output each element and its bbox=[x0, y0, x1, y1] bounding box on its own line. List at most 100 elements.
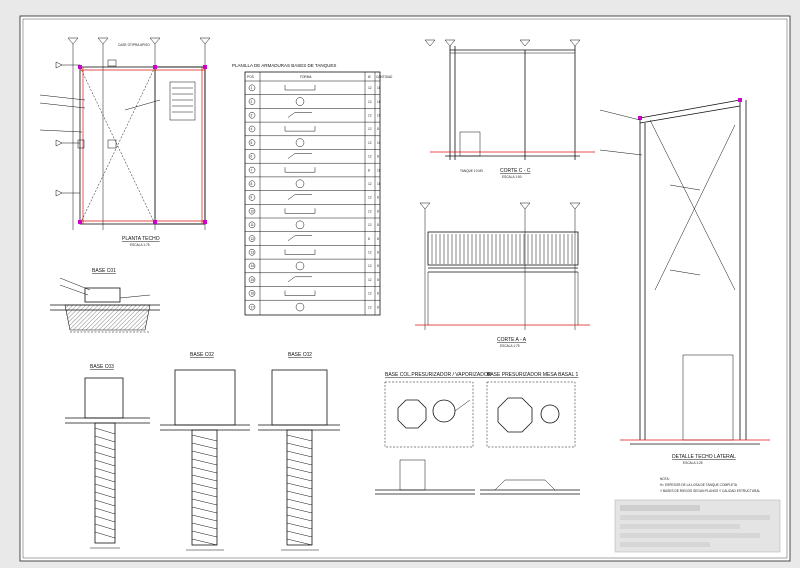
detalle-title: DETALLE TECHO LATERAL bbox=[672, 454, 736, 460]
planilla-pos: 10 bbox=[251, 209, 255, 213]
planilla-diam: 12 bbox=[368, 292, 372, 296]
planilla-diam: 12 bbox=[368, 113, 372, 117]
planilla-row: 13 12 8 bbox=[245, 245, 380, 256]
planilla-pos: 7 bbox=[251, 168, 253, 172]
planilla-pos: 8 bbox=[251, 182, 253, 186]
planta-title: PLANTA TECHO bbox=[122, 236, 160, 242]
planilla-cant: 16 bbox=[377, 168, 381, 172]
planilla-header-diam: Ø bbox=[368, 75, 371, 79]
planilla-cant: 8 bbox=[377, 278, 379, 282]
planilla-row: 3 12 10 bbox=[245, 108, 381, 119]
planilla-cant: 16 bbox=[377, 86, 381, 90]
planilla-diam: 12 bbox=[368, 86, 372, 90]
corte-a-view: CORTE A - A ESCALA 1:75 bbox=[415, 202, 590, 348]
corte-c-title: CORTE C - C bbox=[500, 168, 531, 174]
planilla-pos: 15 bbox=[251, 278, 255, 282]
note-2: H= ESPESOR DE LA LOSA DE TANQUE COMPLETA bbox=[660, 483, 738, 487]
base-c01-top-title: BASE C01 bbox=[92, 268, 116, 274]
planilla-row: 7 8 16 bbox=[245, 162, 381, 174]
planilla-cant: 16 bbox=[377, 100, 381, 104]
planilla-row: 8 12 16 bbox=[245, 176, 381, 188]
planilla-cant: 16 bbox=[377, 182, 381, 186]
base-c02-title: BASE C02 bbox=[190, 352, 214, 358]
corte-a-title: CORTE A - A bbox=[497, 337, 527, 343]
planilla-row: 15 12 8 bbox=[245, 272, 380, 283]
planilla-diam: 12 bbox=[368, 196, 372, 200]
planilla-pos: 16 bbox=[251, 292, 255, 296]
planilla-cant: 8 bbox=[377, 223, 379, 227]
planilla-header-cant: CANTIDAD bbox=[376, 75, 393, 79]
planilla-diam: 8 bbox=[368, 168, 370, 172]
planilla-row: 2 12 16 bbox=[245, 94, 381, 106]
planilla-cant: 10 bbox=[377, 141, 381, 145]
planilla-armaduras: PLANILLA DE ARMADURAS BASES DE TANQUES P… bbox=[232, 63, 393, 316]
planilla-header-pos: POS bbox=[247, 75, 254, 79]
planta-top-note: CASE OTIPRA APISO bbox=[118, 43, 150, 47]
planilla-row: 16 12 8 bbox=[245, 286, 380, 297]
base-c01-top-view: BASE C01 bbox=[50, 268, 160, 333]
planilla-row: 1 12 16 bbox=[245, 80, 381, 92]
planilla-pos: 13 bbox=[251, 250, 255, 254]
note-1: NOTA: bbox=[660, 477, 670, 481]
planilla-row: 4 12 8 bbox=[245, 121, 380, 133]
base-c02b-view: BASE C02 bbox=[258, 352, 340, 551]
planilla-diam: 12 bbox=[368, 141, 372, 145]
detalle-lateral-view: DETALLE TECHO LATERAL ESCALA 1:25 bbox=[599, 98, 770, 465]
note-3: Y BASES DE RIEGOS SEGUN PLANOS Y CALIDAD… bbox=[660, 489, 760, 493]
planilla-row: 5 12 10 bbox=[245, 135, 381, 147]
planta-techo-view: CASE OTIPRA APISO PLANTA TECHO ESCALA 1:… bbox=[39, 37, 211, 247]
planilla-row: 14 12 8 bbox=[245, 258, 380, 271]
planta-scale: ESCALA 1:75 bbox=[130, 243, 150, 247]
planilla-header-forma: FORMA bbox=[300, 75, 312, 79]
planilla-cant: 8 bbox=[377, 250, 379, 254]
planilla-row: 11 12 8 bbox=[245, 217, 380, 230]
planilla-diam: 12 bbox=[368, 182, 372, 186]
planilla-row: 9 12 8 bbox=[245, 190, 380, 201]
planilla-row: 6 12 8 bbox=[245, 149, 380, 160]
corte-c-note: TANQUE 10 M3 bbox=[460, 169, 483, 173]
planilla-pos: 6 bbox=[251, 155, 253, 159]
planilla-pos: 9 bbox=[251, 196, 253, 200]
base-col-pres-title: BASE COL.PRESURIZADOR / VAPORIZADOR bbox=[385, 372, 492, 378]
base-c03-view: BASE C03 bbox=[65, 364, 150, 549]
planilla-title: PLANILLA DE ARMADURAS BASES DE TANQUES bbox=[232, 63, 336, 68]
planilla-row: 17 12 8 bbox=[245, 299, 380, 312]
planilla-pos: 2 bbox=[251, 100, 253, 104]
planilla-diam: 12 bbox=[368, 209, 372, 213]
planilla-pos: 5 bbox=[251, 141, 253, 145]
planilla-diam: 8 bbox=[368, 237, 370, 241]
planilla-cant: 8 bbox=[377, 196, 379, 200]
planilla-diam: 12 bbox=[368, 100, 372, 104]
planilla-pos: 17 bbox=[251, 305, 255, 309]
planilla-cant: 8 bbox=[377, 209, 379, 213]
base-c03-title: BASE C03 bbox=[90, 364, 114, 370]
planilla-diam: 12 bbox=[368, 264, 372, 268]
base-pres-mesa-title: BASE PRESURIZADOR MESA BASAL 1 bbox=[487, 372, 578, 378]
planilla-cant: 8 bbox=[377, 155, 379, 159]
planilla-pos: 1 bbox=[251, 86, 253, 90]
planilla-pos: 11 bbox=[251, 223, 255, 227]
planilla-diam: 12 bbox=[368, 278, 372, 282]
planilla-pos: 14 bbox=[251, 264, 255, 268]
planilla-diam: 12 bbox=[368, 155, 372, 159]
planilla-diam: 12 bbox=[368, 305, 372, 309]
planilla-diam: 12 bbox=[368, 127, 372, 131]
planilla-cant: 8 bbox=[377, 305, 379, 309]
base-c02b-title: BASE C02 bbox=[288, 352, 312, 358]
planilla-cant: 8 bbox=[377, 127, 379, 131]
planilla-diam: 12 bbox=[368, 250, 372, 254]
planilla-cant: 8 bbox=[377, 292, 379, 296]
planilla-diam: 12 bbox=[368, 223, 372, 227]
title-block-blurred bbox=[614, 499, 781, 553]
corte-a-scale: ESCALA 1:75 bbox=[500, 344, 520, 348]
planilla-pos: 4 bbox=[251, 127, 253, 131]
paper bbox=[19, 15, 791, 562]
planilla-cant: 10 bbox=[377, 113, 381, 117]
planilla-pos: 3 bbox=[251, 113, 253, 117]
planilla-cant: 8 bbox=[377, 264, 379, 268]
planilla-rows: 1 12 16 2 12 16 3 12 10 4 12 8 5 12 10 6 12 8 7 8 16 8 12 16 9 12… bbox=[245, 80, 381, 312]
paper-inner-frame bbox=[22, 18, 788, 559]
notes: NOTA: H= ESPESOR DE LA LOSA DE TANQUE CO… bbox=[660, 477, 760, 493]
